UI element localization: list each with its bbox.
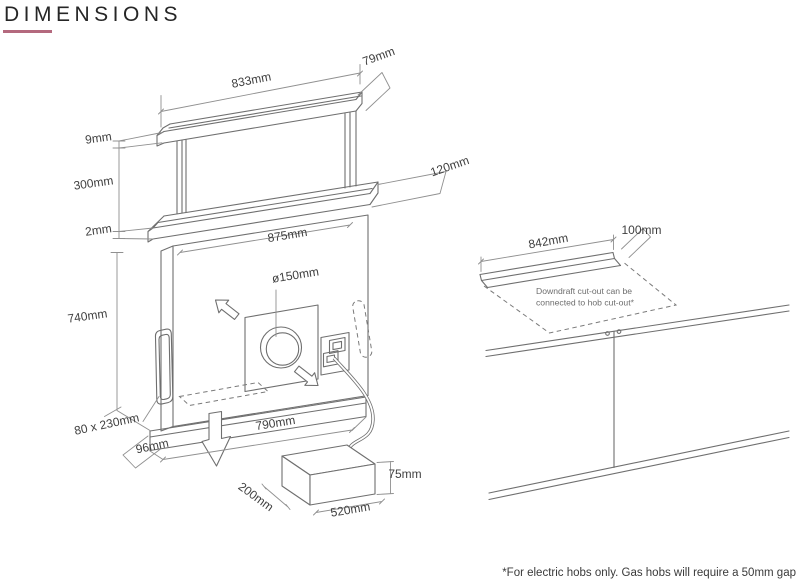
worktop-drawing: 842mm 100mm Downdraft cut-out can be con… (478, 223, 790, 501)
dim-label-lip-height: 2mm (84, 221, 112, 239)
dashed-bottom-knockout (178, 381, 270, 407)
power-cable (332, 356, 375, 454)
cutout-note-line2: connected to hob cut-out* (536, 298, 635, 308)
motor-plate (244, 304, 319, 393)
dim-label-top-box-depth: 120mm (429, 153, 471, 179)
dim-label-cutout-width: 842mm (527, 231, 569, 252)
dashed-side-knockout (352, 300, 373, 358)
duct-spigot-inner (265, 332, 300, 366)
motor-box (281, 444, 376, 506)
dim-label-cutout-depth: 100mm (621, 223, 661, 237)
worktop-cutout-slot (479, 251, 622, 289)
cutout-note-line1: Downdraft cut-out can be (536, 286, 632, 296)
frame-slab (147, 181, 379, 243)
cabinet-knob-right (616, 329, 622, 334)
dim-label-body-width: 875mm (267, 225, 309, 245)
dim-label-motorbox-depth: 200mm (236, 479, 277, 514)
extraction-down-arrow-icon (201, 410, 232, 467)
title-accent-underline (3, 30, 52, 33)
dim-label-side-vent: 80 x 230mm (73, 410, 141, 437)
airflow-up-left-arrow-icon (210, 293, 243, 324)
footnote: *For electric hobs only. Gas hobs will r… (502, 567, 796, 579)
cabinet-front (488, 329, 790, 501)
dim-label-top-depth: 79mm (361, 44, 397, 69)
dim-label-base-depth: 96mm (134, 436, 170, 457)
riser-posts (176, 110, 357, 215)
dashed-hob-cutout (483, 261, 678, 334)
extractor-dimensions (104, 64, 447, 516)
visor-bar (156, 91, 363, 147)
dim-label-top-width: 833mm (230, 69, 272, 90)
dim-label-body-height: 740mm (67, 306, 109, 325)
dim-label-motorbox-height: 75mm (388, 467, 421, 481)
base-plinth (149, 396, 367, 452)
dim-label-base-width: 790mm (255, 413, 297, 433)
page-title: DIMENSIONS (4, 3, 183, 26)
extractor-drawing: 833mm 79mm 9mm 300mm 2mm 120mm 875mm ø15… (67, 44, 471, 520)
body-carcass (160, 214, 369, 432)
dim-label-motorbox-width: 520mm (329, 499, 371, 519)
side-vent-slot (154, 328, 174, 405)
worktop-front-edge (485, 304, 790, 358)
cabinet-knob-left (605, 331, 610, 336)
dim-label-visor-height: 9mm (84, 129, 112, 147)
dim-label-duct-diameter: ø150mm (271, 264, 320, 285)
duct-spigot-outer (259, 326, 303, 369)
dim-label-riser-height: 300mm (73, 173, 115, 192)
